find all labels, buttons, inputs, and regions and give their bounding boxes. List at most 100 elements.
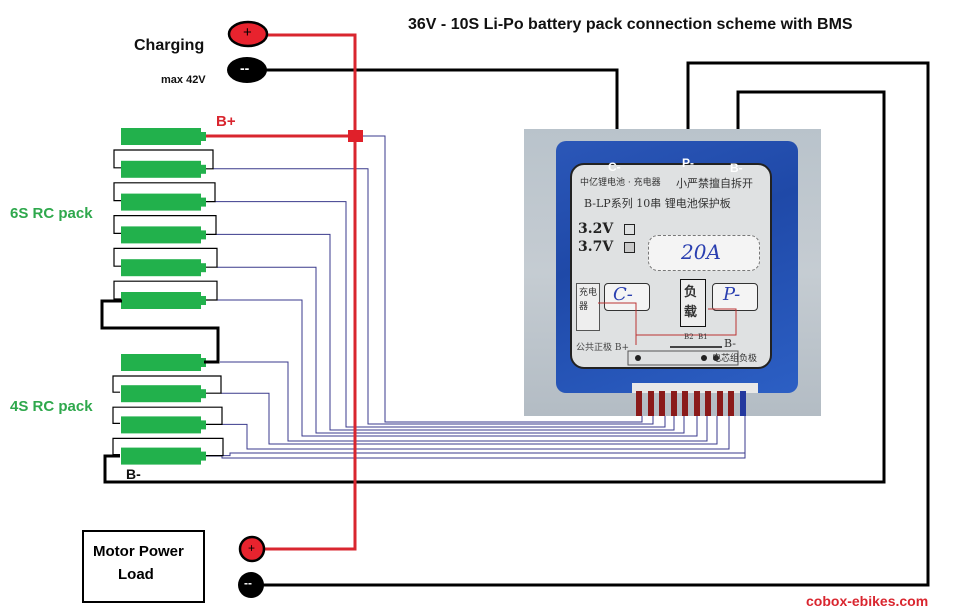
battery-cell — [121, 354, 201, 371]
charger-cn: 充电器 — [579, 288, 598, 312]
current-rating: 20A — [681, 240, 721, 264]
connector-pin — [716, 391, 723, 416]
battery-cell — [121, 292, 201, 309]
balance-lead — [222, 416, 730, 450]
b2-label: B2 — [684, 333, 694, 341]
series-link — [113, 149, 214, 170]
motor-load-box: Motor Power Load — [82, 530, 205, 603]
b-minus-sticker-text: B- — [724, 337, 737, 350]
positive-bus-wire — [262, 33, 357, 551]
connector-pin — [659, 391, 665, 416]
connector-pin — [670, 391, 677, 416]
battery-cell — [121, 128, 201, 145]
pack-6s-label: 6S RC pack — [10, 205, 93, 222]
cell-terminal — [201, 389, 206, 399]
cell-group-note: 电芯组负极 — [712, 354, 758, 364]
connector-pin — [728, 391, 734, 416]
battery-cell — [121, 226, 201, 244]
charge-negative-wire — [262, 68, 619, 148]
balance-connector — [632, 383, 758, 393]
connector-pin — [705, 391, 711, 416]
connector-pin — [636, 391, 642, 416]
cell-terminal — [201, 132, 206, 141]
battery-cell — [121, 259, 201, 277]
terminal-p-minus-label: P- — [682, 156, 694, 170]
series-link — [113, 215, 217, 235]
minus-icon: -- — [240, 60, 250, 76]
series-links — [112, 149, 224, 457]
charging-label: Charging — [134, 37, 205, 54]
connector-pin — [682, 391, 688, 416]
connector-pin — [693, 391, 700, 416]
battery-cell — [121, 416, 201, 434]
max-voltage-label: max 42V — [161, 74, 206, 86]
series-link — [113, 247, 218, 268]
pack-4s-label: 4S RC pack — [10, 398, 93, 415]
cell-terminal — [201, 296, 206, 305]
voltage-option-32: 3.2V — [578, 221, 614, 237]
charging-positive-terminal[interactable] — [227, 20, 269, 48]
cell-terminal — [201, 164, 206, 174]
c-minus-box: C- — [604, 283, 650, 311]
bms-board-photo: 中亿锂电池 · 充电器 小严禁擅自拆开 B-LP系列 10串 锂电池保护板 3.… — [524, 129, 821, 416]
current-rating-box: 20A — [648, 235, 760, 271]
diagram-title: 36V - 10S Li-Po battery pack connection … — [408, 16, 853, 33]
balance-lead — [216, 233, 675, 431]
b-plus-label: B+ — [216, 113, 236, 130]
balance-lead — [215, 201, 666, 428]
cell-terminal — [201, 358, 206, 367]
charger-cn-box: 充电器 — [576, 283, 600, 331]
cell-terminal — [201, 197, 206, 207]
bms-maker-text: 中亿锂电池 · 充电器 — [580, 178, 661, 188]
voltage-option-37: 3.7V — [578, 239, 614, 255]
balance-lead — [213, 168, 654, 425]
cell-terminal — [201, 230, 206, 240]
battery-cell — [121, 447, 201, 465]
series-link — [113, 182, 216, 203]
load-label-line2: Load — [118, 566, 154, 583]
load-negative-terminal[interactable] — [238, 572, 264, 598]
p-minus-wire — [262, 61, 930, 587]
load-label-line1: Motor Power — [93, 543, 184, 560]
load-cn-box: 负载 — [680, 279, 706, 327]
bms-series-text: B-LP系列 10串 锂电池保护板 — [584, 197, 731, 210]
balance-lead — [363, 135, 643, 423]
checkbox-32v — [624, 224, 635, 235]
pack-interconnect — [100, 299, 220, 364]
battery-cell — [121, 385, 201, 403]
balance-lead — [217, 299, 698, 437]
terminal-b-minus-label: B- — [730, 161, 743, 175]
charging-negative-terminal[interactable] — [227, 57, 267, 83]
p-minus-handwritten: P- — [723, 284, 741, 305]
c-minus-handwritten: C- — [613, 284, 633, 305]
battery-cells — [121, 128, 206, 465]
cell-terminal — [201, 451, 206, 461]
balance-lead — [217, 266, 685, 434]
connector-pin — [647, 391, 654, 416]
b1-label: B1 — [698, 333, 708, 341]
b-minus-wire — [103, 90, 886, 484]
p-minus-box: P- — [712, 283, 758, 311]
bms-sticker: 中亿锂电池 · 充电器 小严禁擅自拆开 B-LP系列 10串 锂电池保护板 3.… — [570, 163, 772, 369]
terminal-c-minus-label: C- — [608, 160, 621, 174]
main-wires — [100, 33, 930, 587]
series-link — [112, 406, 223, 425]
series-link — [112, 375, 222, 394]
battery-cell — [121, 193, 201, 211]
checkbox-37v-checked — [624, 242, 635, 253]
load-cn: 负载 — [684, 285, 698, 320]
connector-pin — [739, 391, 746, 416]
b-minus-label: B- — [126, 466, 141, 482]
cell-terminal — [201, 420, 206, 430]
series-link — [113, 280, 218, 301]
load-positive-terminal[interactable] — [238, 535, 266, 563]
plus-icon: + — [243, 24, 252, 41]
common-positive-text: 公共正极 B+ — [576, 343, 630, 353]
balance-lead — [220, 361, 708, 442]
bms-warning-text: 小严禁擅自拆开 — [676, 177, 753, 190]
battery-cell — [121, 160, 201, 178]
cell-terminal — [201, 263, 206, 273]
bms-sticker-schematic — [598, 302, 739, 366]
plus-icon: + — [248, 541, 256, 555]
